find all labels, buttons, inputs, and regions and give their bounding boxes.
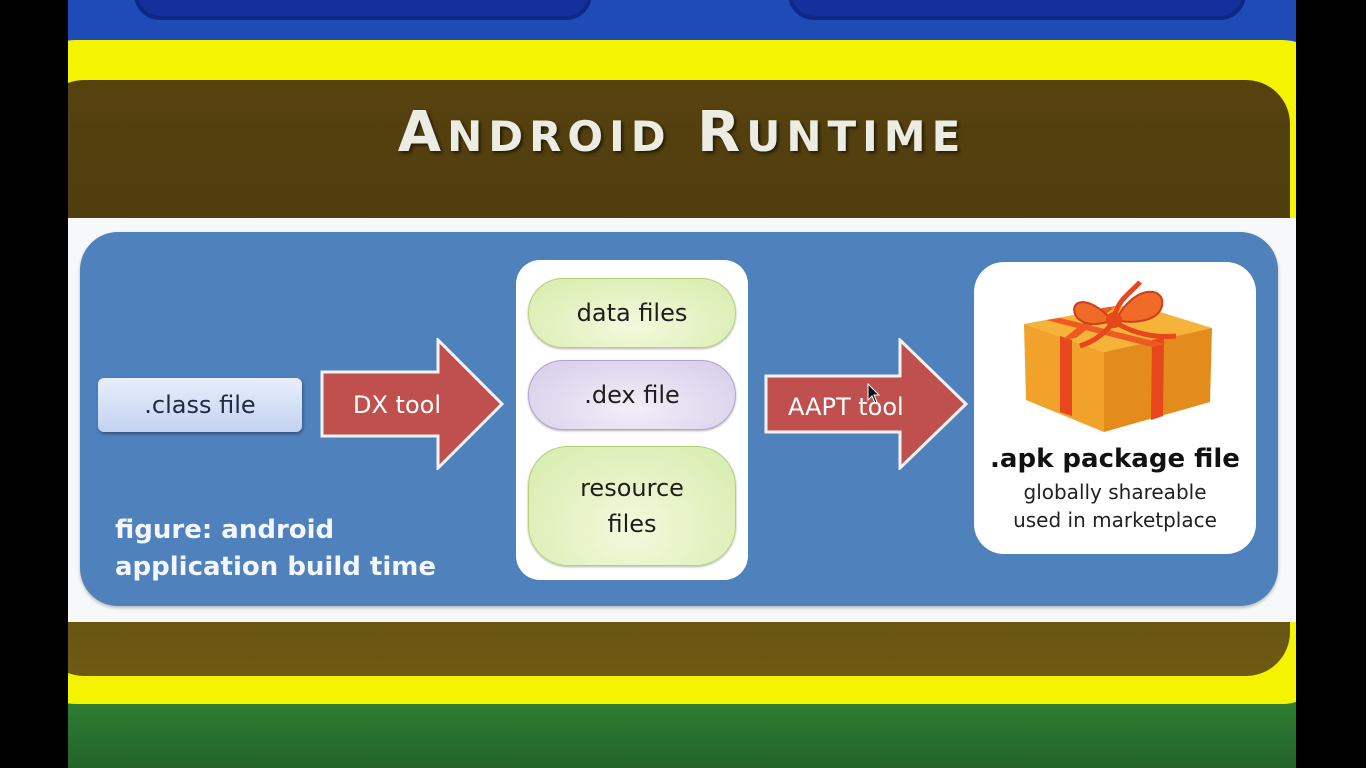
mouse-pointer-icon: [867, 383, 881, 404]
title-initial-r: R: [697, 100, 747, 165]
aapt-tool-label: AAPT tool: [788, 393, 904, 421]
title-rest-a: NDROID: [447, 112, 672, 161]
intermediate-files-panel: data files .dex file resource files: [516, 260, 748, 580]
resource-files-line2: files: [607, 510, 657, 538]
title-initial-a: A: [397, 100, 448, 165]
resource-files-line1: resource: [580, 474, 684, 502]
resource-files-box: resource files: [528, 446, 736, 566]
apk-output-panel: .apk package file globally shareable use…: [974, 262, 1256, 554]
data-files-box: data files: [528, 278, 736, 348]
dex-file-box: .dex file: [528, 360, 736, 430]
class-file-box: .class file: [98, 378, 302, 432]
diagram-panel: .class file DX tool data files .dex file…: [80, 232, 1278, 606]
top-decoration-left: [134, 0, 592, 20]
apk-subtitle-2: used in marketplace: [1013, 508, 1217, 532]
apk-title: .apk package file: [990, 444, 1240, 474]
top-decoration-right: [788, 0, 1246, 20]
dx-tool-arrow: [320, 338, 504, 470]
bottom-decoration: [68, 700, 1296, 768]
slide-title: ANDROID RUNTIME: [68, 100, 1296, 165]
dx-tool-label: DX tool: [353, 391, 441, 419]
diagram-band: .class file DX tool data files .dex file…: [68, 218, 1296, 622]
title-rest-r: UNTIME: [746, 112, 967, 161]
caption-line-1: figure: android: [115, 515, 335, 545]
aapt-tool-arrow: [764, 338, 968, 470]
figure-caption: figure: android application build time: [115, 512, 445, 586]
gift-box-icon: [1024, 280, 1212, 432]
slide: ANDROID RUNTIME .class file DX tool data…: [68, 0, 1296, 768]
caption-line-2: application build time: [115, 552, 436, 582]
data-files-label: data files: [576, 299, 688, 327]
apk-subtitle-1: globally shareable: [1023, 480, 1207, 504]
dex-file-label: .dex file: [584, 381, 680, 409]
